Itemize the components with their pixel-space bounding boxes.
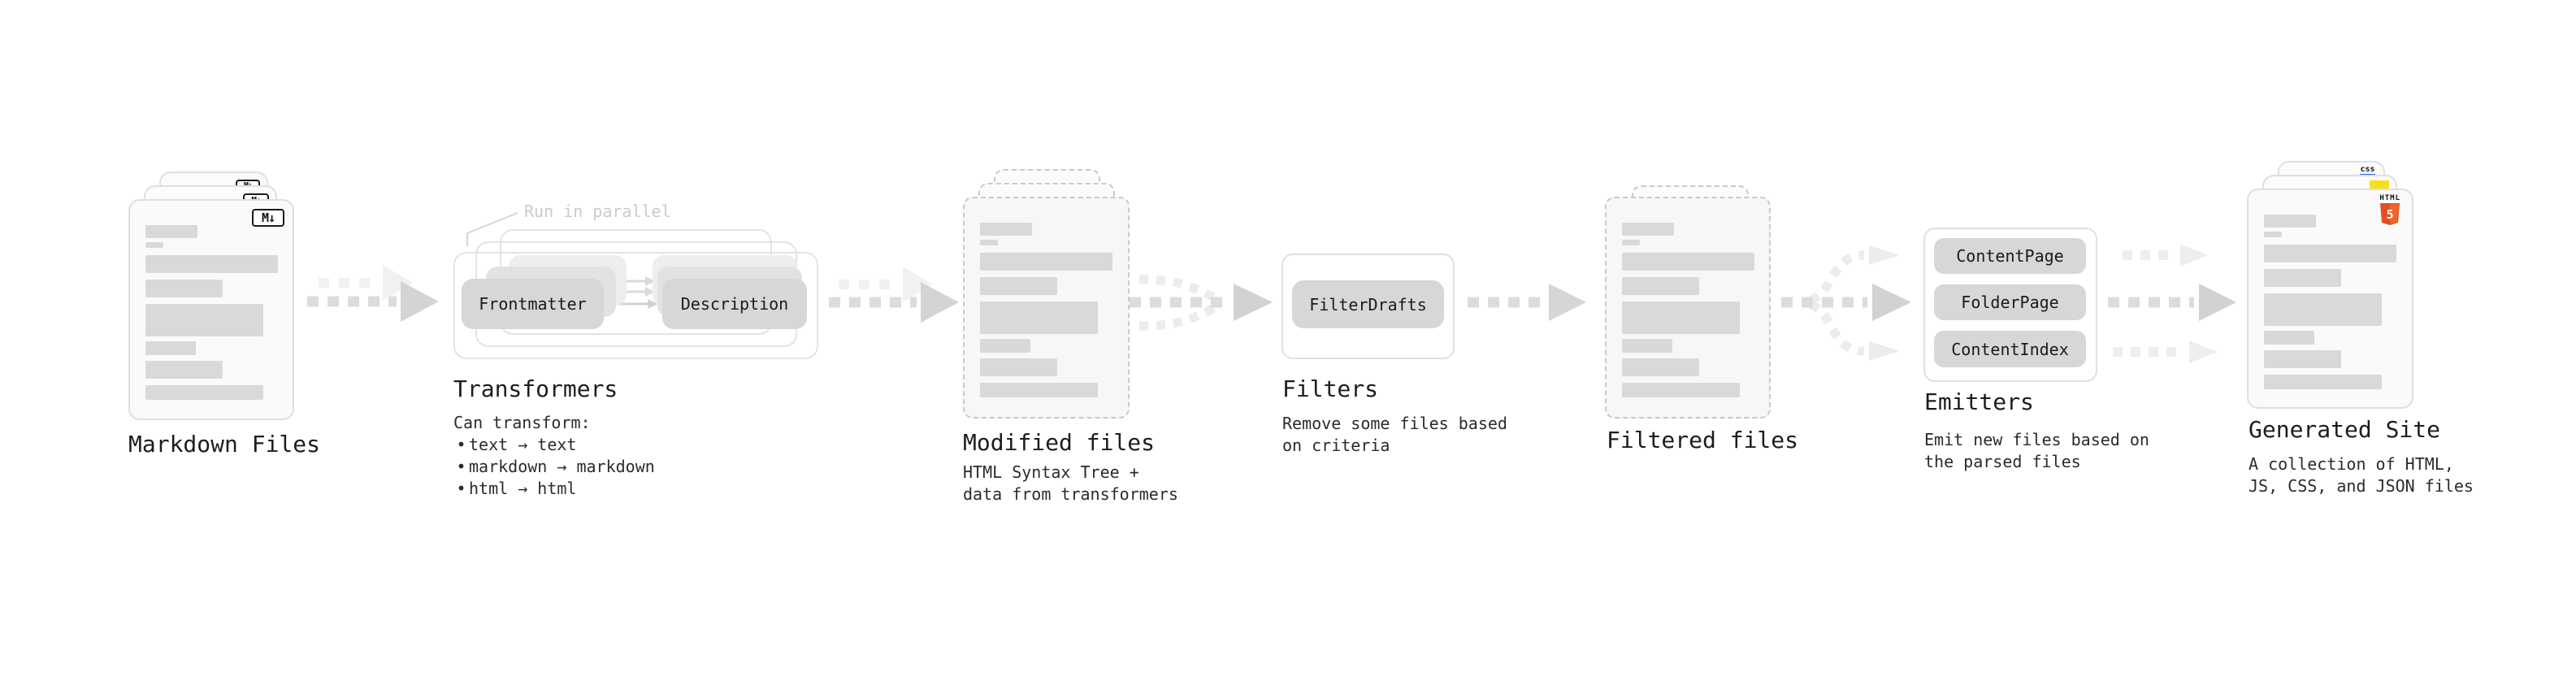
generated-site-title: Generated Site: [2249, 416, 2441, 443]
transform-bullet: •markdown → markdown: [456, 457, 655, 476]
run-in-parallel-callout-line: [466, 212, 518, 246]
run-in-parallel-note: Run in parallel: [524, 202, 671, 221]
filters-description: Remove some files based on criteria: [1282, 414, 1507, 455]
transform-bullet: •html → html: [456, 479, 577, 498]
transform-bullet: •text → text: [456, 435, 577, 454]
transformers-description: Can transform: •text → text •markdown → …: [453, 412, 655, 500]
arrow-transformers-to-modified: [829, 267, 959, 323]
html5-icon: HTML 5: [2379, 195, 2400, 225]
filters-title: Filters: [1282, 375, 1379, 402]
html5-number: 5: [2387, 207, 2394, 222]
filterdrafts-pill: FilterDrafts: [1292, 280, 1444, 328]
transformer-container-front: [453, 252, 818, 359]
arrow-emitters-to-site: [2108, 244, 2236, 363]
modified-files-title: Modified files: [963, 429, 1156, 456]
emitters-description: Emit new files based on the parsed files: [1924, 430, 2149, 471]
arrow-modified-to-filters-merge: [1130, 275, 1273, 331]
contentpage-pill: ContentPage: [1934, 238, 2086, 274]
generated-site-description: A collection of HTML, JS, CSS, and JSON …: [2249, 454, 2474, 496]
modified-file-doc: [963, 197, 1130, 419]
markdown-icon: M↓: [252, 209, 284, 227]
emitters-title: Emitters: [1924, 388, 2034, 415]
arrow-filtered-to-emitters-fanout: [1781, 245, 1911, 361]
filtered-files-title: Filtered files: [1607, 427, 1799, 453]
markdown-file-card-front: M↓: [128, 199, 294, 420]
transformers-title: Transformers: [453, 375, 618, 402]
modified-files-description: HTML Syntax Tree + data from transformer…: [963, 462, 1178, 504]
frontmatter-pill: Frontmatter: [462, 279, 604, 329]
arrow-markdown-to-transformers: [307, 265, 439, 322]
arrow-filters-to-filtered: [1468, 284, 1586, 321]
description-pill: Description: [662, 279, 807, 329]
can-transform-heading: Can transform:: [453, 413, 591, 432]
filtered-file-doc: [1605, 197, 1771, 419]
folderpage-pill: FolderPage: [1934, 284, 2086, 320]
markdown-files-title: Markdown Files: [128, 431, 321, 458]
contentindex-pill: ContentIndex: [1934, 331, 2086, 367]
site-file-card-html: HTML 5: [2247, 189, 2413, 409]
